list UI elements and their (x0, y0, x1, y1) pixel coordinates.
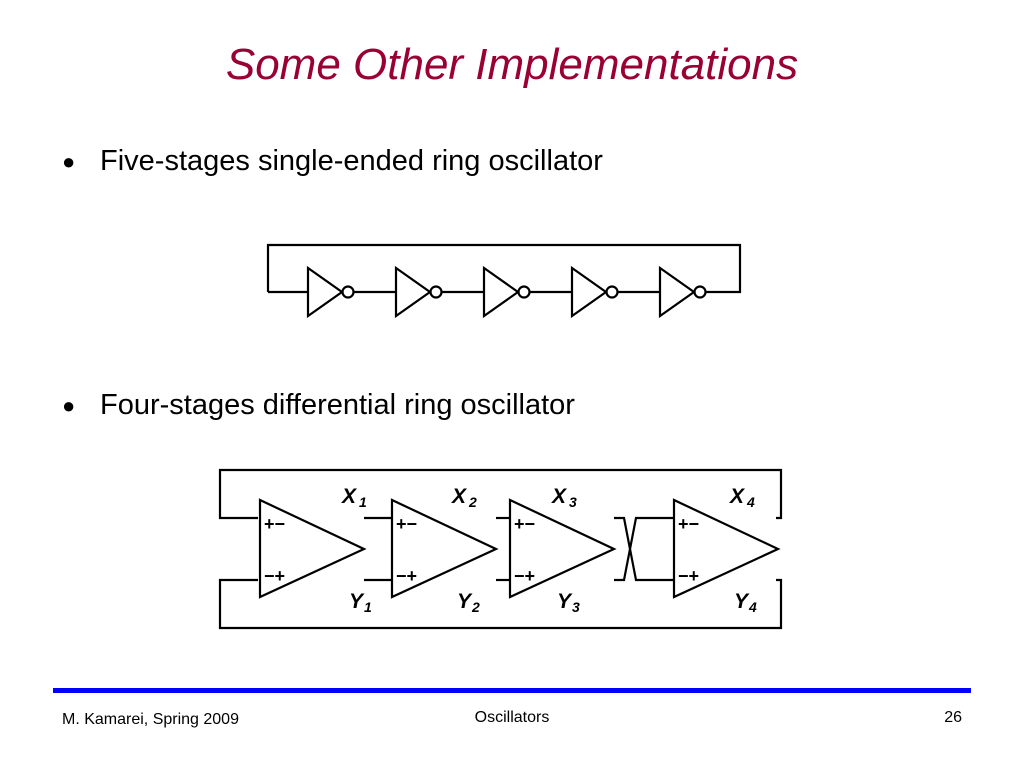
label-y2: Y2 (457, 590, 480, 615)
bottom-feedback-wire (218, 578, 783, 630)
inverter-5-bubble (693, 285, 707, 299)
diff-amp-2 (390, 498, 499, 599)
inverter-5 (658, 265, 696, 319)
inverter-3-bubble (517, 285, 531, 299)
slide-title: Some Other Implementations (225, 40, 799, 89)
footer-page-number: 26 (944, 709, 962, 726)
inverter-4-bubble (605, 285, 619, 299)
bullet-icon: ● (62, 148, 76, 174)
amp-4-top-signs: +− (678, 514, 699, 534)
inverter-3 (482, 265, 520, 319)
inverter-1 (306, 265, 344, 319)
bullet-single-ended: ● Five-stages single-ended ring oscillat… (62, 145, 603, 178)
bullet-text: Four-stages differential ring oscillator (100, 389, 575, 421)
label-y3: Y3 (557, 590, 580, 615)
inverter-1-bubble (341, 285, 355, 299)
cross-wire-1 (614, 516, 674, 582)
cross-wire-2 (614, 516, 674, 582)
top-feedback-wire (218, 468, 783, 520)
feedback-wire (266, 243, 742, 294)
inverter-2 (394, 265, 432, 319)
label-y4: Y4 (734, 590, 757, 615)
bullet-differential: ● Four-stages differential ring oscillat… (62, 389, 575, 422)
bullet-text: Five-stages single-ended ring oscillator (100, 145, 603, 177)
amp-2-bottom-signs: −+ (396, 566, 417, 586)
diff-amp-1 (258, 498, 367, 599)
bullet-icon: ● (62, 392, 76, 418)
inverter-2-bubble (429, 285, 443, 299)
amp-3-top-signs: +− (514, 514, 535, 534)
amp-1-top-signs: +− (264, 514, 285, 534)
footer-author: M. Kamarei, Spring 2009 (62, 711, 239, 728)
amp-2-top-signs: +− (396, 514, 417, 534)
label-y1: Y1 (349, 590, 372, 615)
amp-4-bottom-signs: −+ (678, 566, 699, 586)
diff-amp-3 (508, 498, 617, 599)
amp-3-bottom-signs: −+ (514, 566, 535, 586)
amp-1-bottom-signs: −+ (264, 566, 285, 586)
inverter-4 (570, 265, 608, 319)
diff-amp-4 (672, 498, 781, 599)
footer-topic: Oscillators (474, 709, 550, 726)
footer-rule (53, 688, 971, 693)
